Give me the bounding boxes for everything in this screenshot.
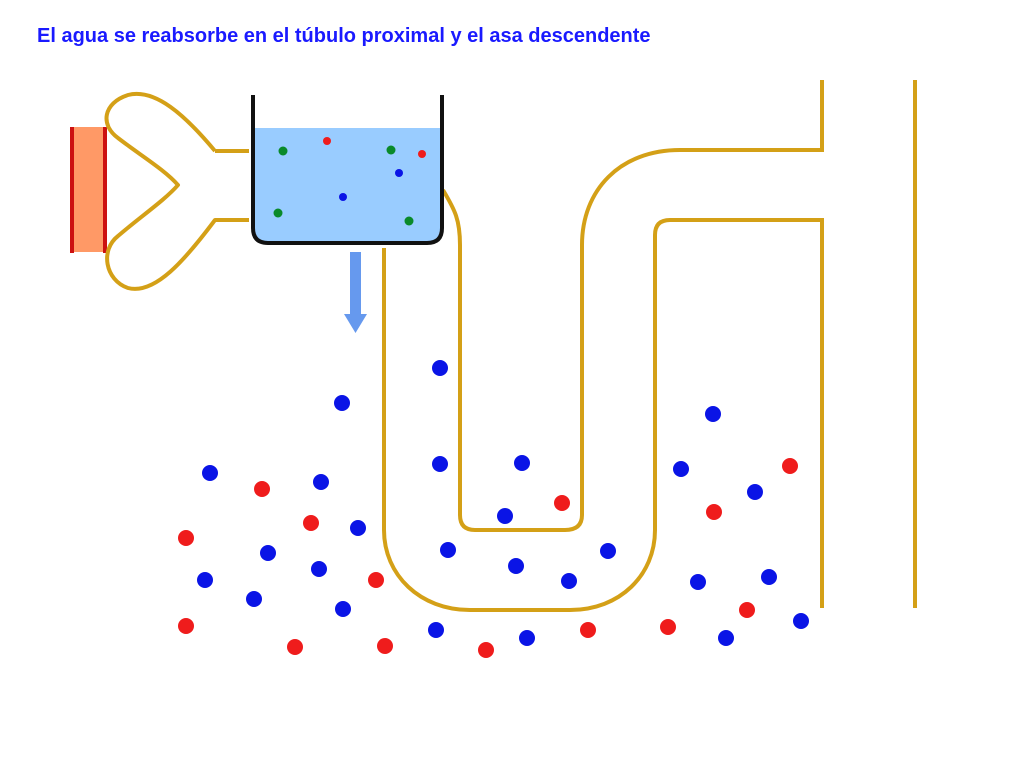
interstitial-particle-blue-33 — [519, 630, 535, 646]
blood-vessel-body — [72, 127, 105, 252]
interstitial-particle-red-12 — [554, 495, 570, 511]
beaker-particle-blue-4 — [395, 169, 403, 177]
interstitial-particle-red-39 — [478, 642, 494, 658]
interstitial-particle-blue-22 — [197, 572, 213, 588]
interstitial-particle-blue-7 — [514, 455, 530, 471]
interstitial-particle-blue-25 — [690, 574, 706, 590]
interstitial-particle-blue-8 — [673, 461, 689, 477]
interstitial-particle-blue-36 — [718, 630, 734, 646]
interstitial-particle-blue-13 — [497, 508, 513, 524]
arrow-head — [344, 314, 367, 333]
interstitial-particle-blue-2 — [705, 406, 721, 422]
tubule-outer-wall — [441, 80, 824, 532]
interstitial-particle-red-29 — [739, 602, 755, 618]
interstitial-particle-blue-30 — [793, 613, 809, 629]
interstitial-particle-blue-27 — [246, 591, 262, 607]
beaker-outline — [251, 95, 444, 245]
slide-title: El agua se reabsorbe en el túbulo proxim… — [37, 25, 651, 47]
beaker-particle-green-0 — [278, 146, 288, 156]
beaker-particle-green-2 — [386, 145, 396, 155]
interstitial-particle-red-14 — [178, 530, 194, 546]
interstitial-particle-red-11 — [706, 504, 722, 520]
renal-tubule — [382, 80, 917, 612]
beaker-particle-green-6 — [273, 208, 283, 218]
interstitial-particle-blue-1 — [334, 395, 350, 411]
interstitial-particles — [178, 360, 809, 658]
interstitial-particle-red-4 — [254, 481, 270, 497]
interstitial-particle-blue-18 — [440, 542, 456, 558]
arrow-shaft — [350, 252, 361, 314]
beaker-particle-red-1 — [323, 137, 331, 145]
interstitial-particle-blue-28 — [335, 601, 351, 617]
interstitial-particle-blue-16 — [350, 520, 366, 536]
beaker-particle-blue-5 — [339, 193, 347, 201]
beaker-water — [255, 128, 440, 243]
interstitial-particle-blue-19 — [600, 543, 616, 559]
interstitial-particle-blue-17 — [260, 545, 276, 561]
beaker-particle-green-7 — [404, 216, 414, 226]
blood-vessel — [70, 127, 107, 253]
interstitial-particle-blue-26 — [761, 569, 777, 585]
interstitial-particle-red-9 — [782, 458, 798, 474]
interstitial-particle-blue-0 — [432, 360, 448, 376]
interstitial-particle-red-37 — [287, 639, 303, 655]
interstitial-particle-blue-6 — [432, 456, 448, 472]
interstitial-particle-blue-10 — [747, 484, 763, 500]
interstitial-particle-blue-20 — [508, 558, 524, 574]
interstitial-particle-blue-24 — [561, 573, 577, 589]
interstitial-particle-red-38 — [377, 638, 393, 654]
beaker-particle-red-3 — [418, 150, 426, 158]
interstitial-particle-red-31 — [178, 618, 194, 634]
interstitial-particle-red-15 — [303, 515, 319, 531]
interstitial-particle-blue-21 — [311, 561, 327, 577]
interstitial-particle-blue-32 — [428, 622, 444, 638]
down-arrow-icon — [344, 252, 367, 333]
filtrate-beaker — [251, 95, 444, 245]
interstitial-particle-red-23 — [368, 572, 384, 588]
interstitial-particle-blue-5 — [313, 474, 329, 490]
interstitial-particle-red-34 — [580, 622, 596, 638]
interstitial-particle-blue-3 — [202, 465, 218, 481]
interstitial-particle-red-35 — [660, 619, 676, 635]
beaker-particles — [273, 137, 426, 226]
tubule-inner-wall — [382, 218, 824, 612]
bowman-capsule-outline — [104, 91, 249, 291]
